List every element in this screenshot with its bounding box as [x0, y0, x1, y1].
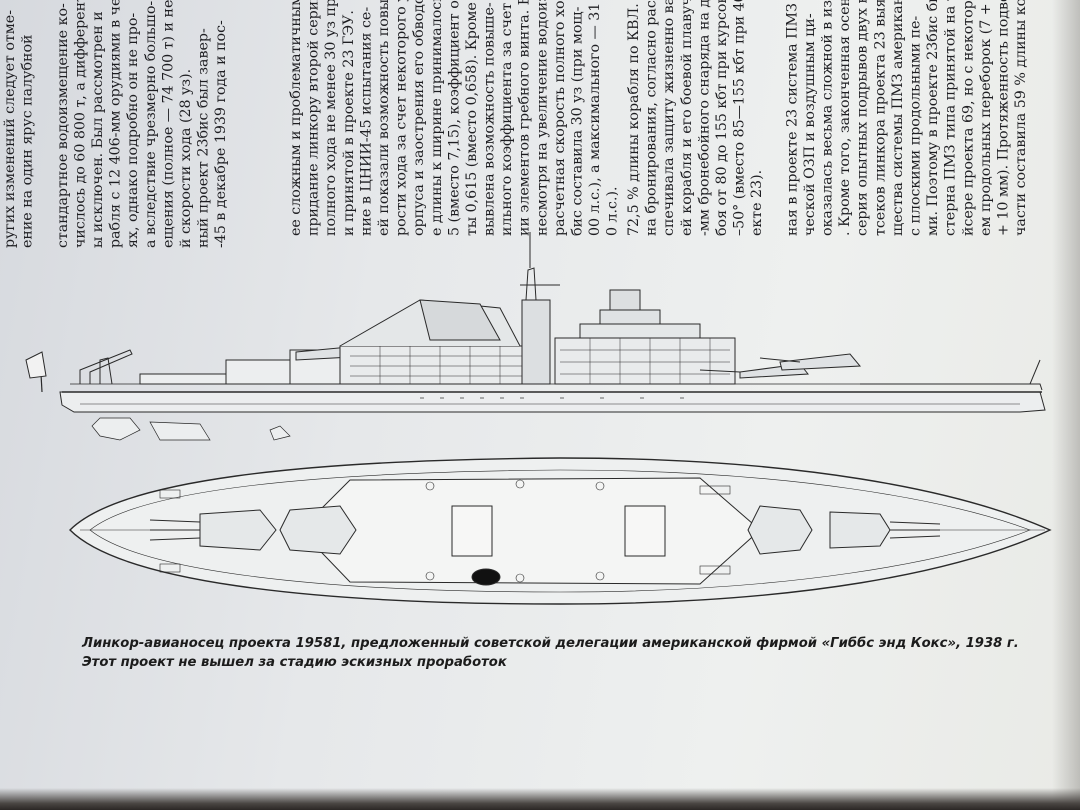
figure-caption: Линкор-авианосец проекта 19581, предложе…	[82, 634, 1019, 672]
page-bottom-edge	[0, 788, 1080, 810]
caption-line-2: Этот проект не вышел за стадию эскизных …	[82, 655, 507, 670]
plan-view-drawing	[69, 457, 1052, 605]
side-profile-drawing	[25, 232, 1046, 441]
caption-line-1: Линкор-авианосец проекта 19581, предложе…	[82, 636, 1019, 651]
page-curl-shadow	[1052, 0, 1080, 810]
ship-drawing	[25, 232, 1052, 605]
